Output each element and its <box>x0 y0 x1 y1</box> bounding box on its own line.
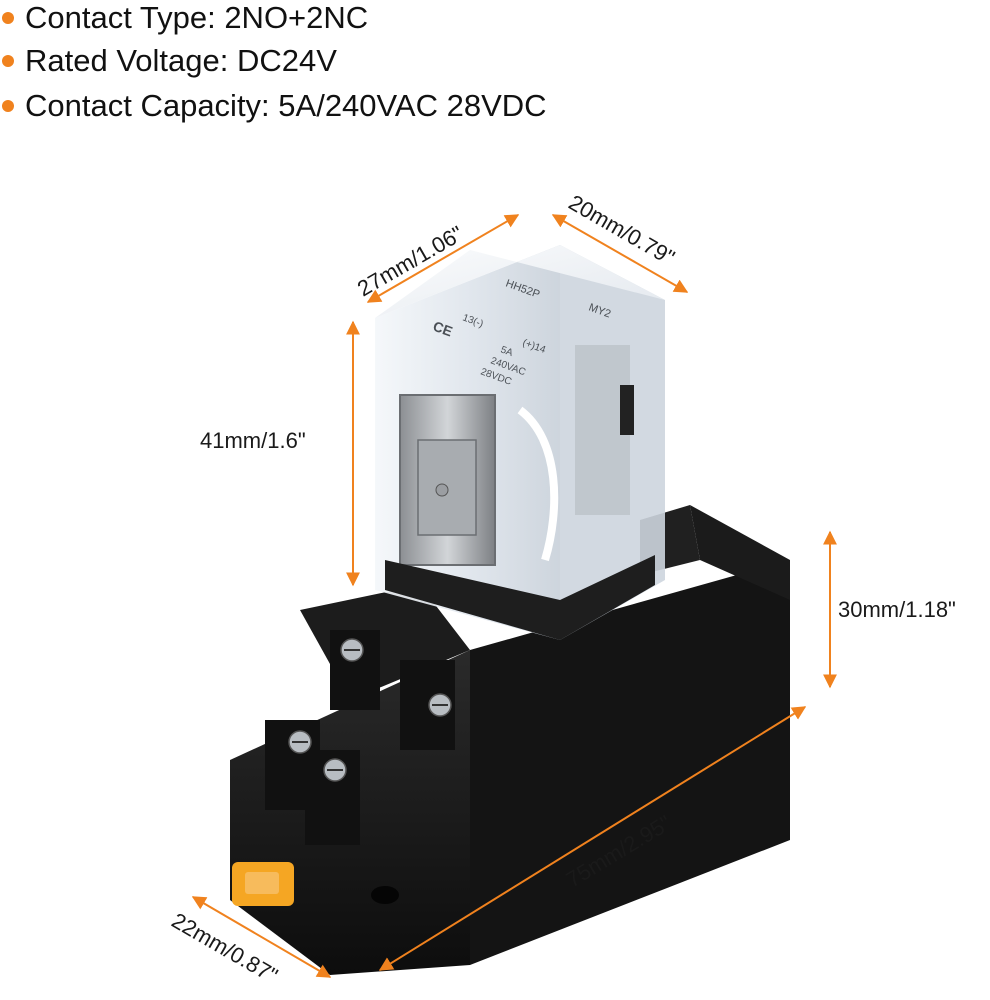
bullet-icon <box>2 100 14 112</box>
screw-icon <box>340 638 364 662</box>
screw-icon <box>288 730 312 754</box>
spec-text: Rated Voltage: DC24V <box>25 43 337 78</box>
ce-mark-icon: CE <box>431 318 455 340</box>
mounting-hole <box>371 886 399 904</box>
coil-screw-icon <box>435 483 449 497</box>
screw-icon <box>428 693 452 717</box>
dim-label-relay-height: 41mm/1.6" <box>200 428 306 453</box>
relay-base <box>385 555 655 640</box>
dimension-lines <box>191 214 837 978</box>
socket-ridge-top <box>690 505 790 600</box>
dim-label-socket-height: 30mm/1.18" <box>838 597 956 622</box>
rating-marking: 5A <box>499 344 515 359</box>
dim-arrow-relay-depth <box>551 214 689 293</box>
bullet-icon <box>2 12 14 24</box>
relay-module: HH52P MY2 13(-) (+)14 5A 240VAC 28VDC CE <box>375 245 665 640</box>
relay-contact-lever <box>620 385 634 435</box>
bullet-icon <box>2 55 14 67</box>
spec-text: Contact Type: 2NO+2NC <box>25 0 369 35</box>
relay-wire <box>517 406 559 562</box>
dim-arrow-socket-length <box>378 706 807 971</box>
dim-arrow-relay-width <box>366 214 520 303</box>
spec-text: Contact Capacity: 5A/240VAC 28VDC <box>25 88 547 123</box>
screw-icon <box>323 758 347 782</box>
din-clip <box>232 862 294 906</box>
dim-arrow-socket-width <box>191 896 332 978</box>
